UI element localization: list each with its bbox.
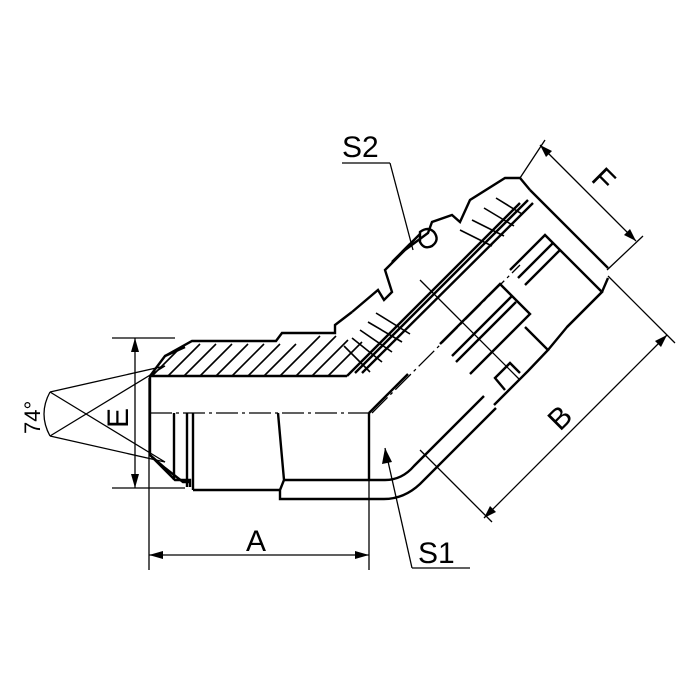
elbow-body [343, 176, 610, 501]
dimension-b-label: B [542, 399, 579, 436]
hex-s2-label: S2 [342, 131, 379, 164]
dimension-f-label: F [585, 162, 621, 198]
hex-s1-label: S1 [418, 537, 455, 570]
dimension-e-label: E [102, 408, 135, 428]
dimension-f: F [519, 139, 644, 271]
dimension-e: E [102, 337, 185, 489]
dimension-a: A [148, 378, 370, 570]
dimension-a-label: A [246, 525, 266, 558]
cone-angle-indicator: 74° [20, 365, 166, 463]
dimension-b: B [419, 275, 676, 523]
horizontal-body [148, 311, 385, 501]
angle-label: 74° [20, 401, 45, 434]
leader-s1: S1 [382, 447, 470, 570]
leader-s2: S2 [342, 131, 414, 251]
